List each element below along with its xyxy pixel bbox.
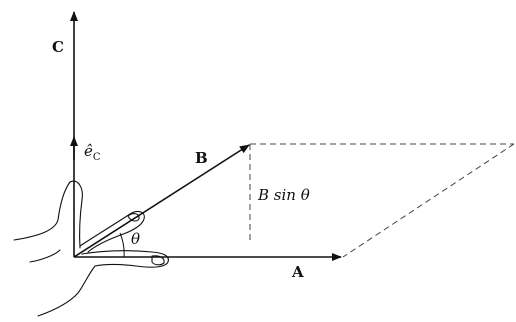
vector-c-label: C bbox=[52, 38, 64, 56]
parallelogram-dashed-sides bbox=[249, 143, 515, 258]
hand-index-finger-outline bbox=[79, 210, 145, 253]
parallelogram-right-side bbox=[342, 143, 515, 258]
vector-b-arrow bbox=[73, 144, 250, 258]
hand-thumb-outline bbox=[13, 181, 71, 241]
vector-b-label: B bbox=[195, 149, 208, 167]
hand-palm-outline bbox=[37, 265, 96, 317]
vector-a-label: A bbox=[291, 263, 304, 281]
height-label: B sin θ bbox=[257, 186, 310, 204]
unit-vector-symbol: ê bbox=[84, 142, 93, 160]
hand-curled-fingers-outline bbox=[81, 250, 169, 268]
right-hand-illustration bbox=[13, 180, 169, 317]
angle-arc bbox=[119, 232, 125, 258]
hand-thumb-tip bbox=[69, 180, 83, 249]
angle-label: θ bbox=[131, 230, 140, 248]
hand-wrist-outline bbox=[29, 249, 61, 263]
unit-vector-subscript: C bbox=[93, 152, 101, 163]
unit-vector-label: êC bbox=[84, 142, 101, 163]
